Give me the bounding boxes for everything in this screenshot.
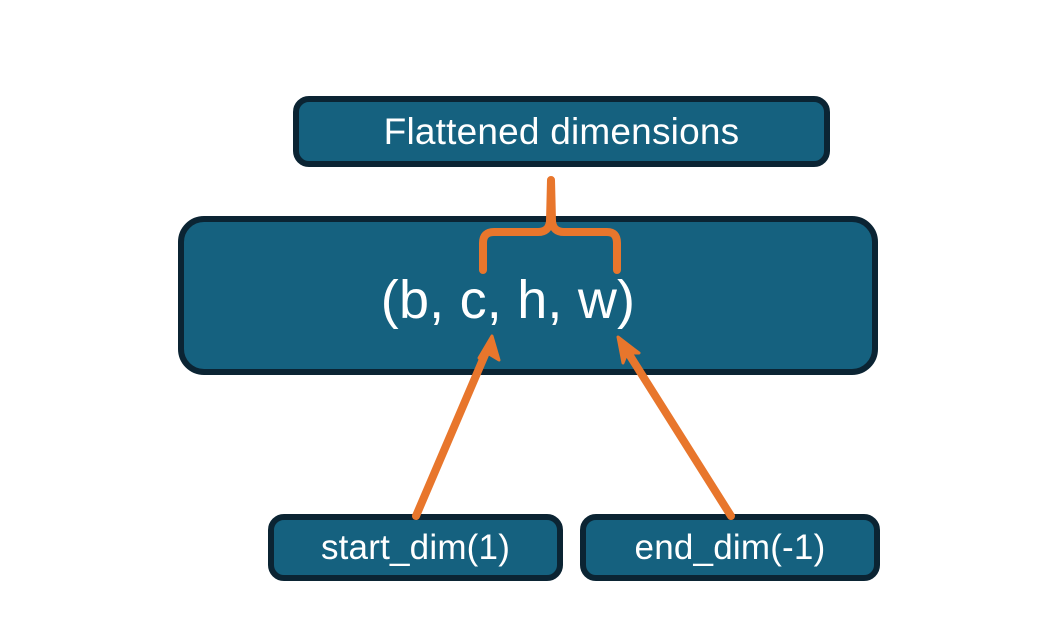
end-dim-label: end_dim(-1) <box>634 527 826 567</box>
start-dim-label: start_dim(1) <box>320 527 511 567</box>
end-dim-box: end_dim(-1) <box>580 514 880 581</box>
start-dim-box: start_dim(1) <box>268 514 563 581</box>
tensor-shape-tuple-box: (b, c, h, w) <box>178 216 878 375</box>
tensor-shape-tuple-label: (b, c, h, w) <box>380 269 636 330</box>
flattened-dimensions-box: Flattened dimensions <box>293 96 830 167</box>
flattened-dimensions-label: Flattened dimensions <box>383 110 740 152</box>
